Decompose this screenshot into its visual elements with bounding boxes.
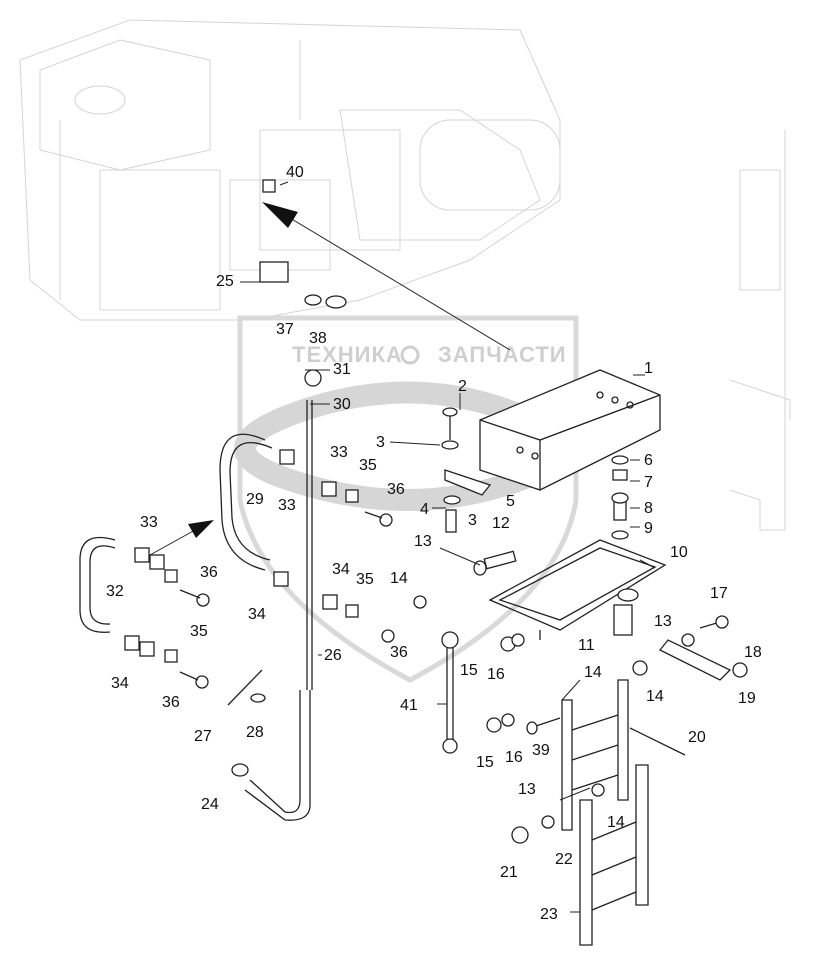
callout-33c: 33 [278,497,296,514]
callout-10: 10 [670,544,688,561]
callout-34c: 34 [332,561,350,578]
callout-9: 9 [644,520,653,537]
callout-17: 17 [710,585,728,602]
callout-16b: 16 [505,749,523,766]
callout-6: 6 [644,452,653,469]
callout-1: 1 [644,360,653,377]
gear-icon [400,345,420,365]
callout-15a: 15 [460,662,478,679]
callout-8: 8 [644,500,653,517]
bolt-assembly-center [441,407,492,533]
callout-13b: 13 [654,613,672,630]
callout-27: 27 [194,728,212,745]
ladder-22 [561,679,629,831]
callout-24: 24 [201,796,219,813]
watermark-left-text: ТЕХНИКА [292,342,403,367]
callout-30: 30 [333,396,351,413]
callout-36a: 36 [200,564,218,581]
callout-36d: 36 [390,644,408,661]
callout-12: 12 [492,515,510,532]
callout-2: 2 [458,378,467,395]
callout-34b: 34 [248,606,266,623]
handrail-32 [79,536,116,633]
callout-41: 41 [400,697,418,714]
bar-18 [658,615,732,681]
callout-39: 39 [532,742,550,759]
callout-19: 19 [738,690,756,707]
ladder-23 [579,764,649,946]
assembly-arrow [262,202,511,351]
callout-15b: 15 [476,754,494,771]
callout-18: 18 [744,644,762,661]
callout-33b: 33 [330,444,348,461]
callout-35b: 35 [359,457,377,474]
callout-36c: 36 [387,481,405,498]
hose-29 [219,433,273,571]
callout-16a: 16 [487,666,505,683]
callout-3b: 3 [468,512,477,529]
callout-34a: 34 [111,675,129,692]
leader-lines [240,181,656,913]
small-parts-left [227,179,347,777]
callout-23: 23 [540,906,558,923]
callout-14c: 14 [646,688,664,705]
callout-4: 4 [420,501,429,518]
bolts-36 [179,511,395,689]
callout-13c: 13 [518,781,536,798]
callout-29: 29 [246,491,264,508]
callout-35c: 35 [356,571,374,588]
vertical-rod-26 [244,400,313,821]
clamp-blocks [124,449,359,663]
callout-5: 5 [506,493,515,510]
callout-37: 37 [276,321,294,338]
callout-25: 25 [216,273,234,290]
callout-14a: 14 [390,570,408,587]
bolt-12 [473,550,517,576]
callout-22: 22 [555,851,573,868]
callout-26: 26 [324,647,342,664]
callout-38: 38 [309,330,327,347]
callout-36b: 36 [162,694,180,711]
callout-31: 31 [333,361,351,378]
callout-28: 28 [246,724,264,741]
callout-14b: 14 [584,664,602,681]
platform-part [479,369,661,491]
callout-labels: 1 2 3 3 4 5 6 7 8 9 10 11 12 13 13 13 14… [106,164,762,923]
washers [413,595,748,844]
callout-3a: 3 [376,434,385,451]
callout-35a: 35 [190,623,208,640]
machine-ghost-outline [19,19,791,531]
callout-33a: 33 [140,514,158,531]
bracket-frame-part [488,539,667,640]
callout-7: 7 [644,474,653,491]
handrail-arrow [149,520,214,556]
callout-13a: 13 [414,533,432,550]
right-hardware [611,455,639,636]
callout-40: 40 [286,164,304,181]
callout-14d: 14 [607,814,625,831]
bolts-39-20 [526,717,686,756]
callout-11: 11 [578,637,595,654]
callout-20: 20 [688,729,706,746]
callout-21: 21 [500,864,518,881]
callout-32: 32 [106,583,124,600]
watermark-right-text: ЗАПЧАСТИ [438,342,567,367]
shock-41 [441,631,459,754]
